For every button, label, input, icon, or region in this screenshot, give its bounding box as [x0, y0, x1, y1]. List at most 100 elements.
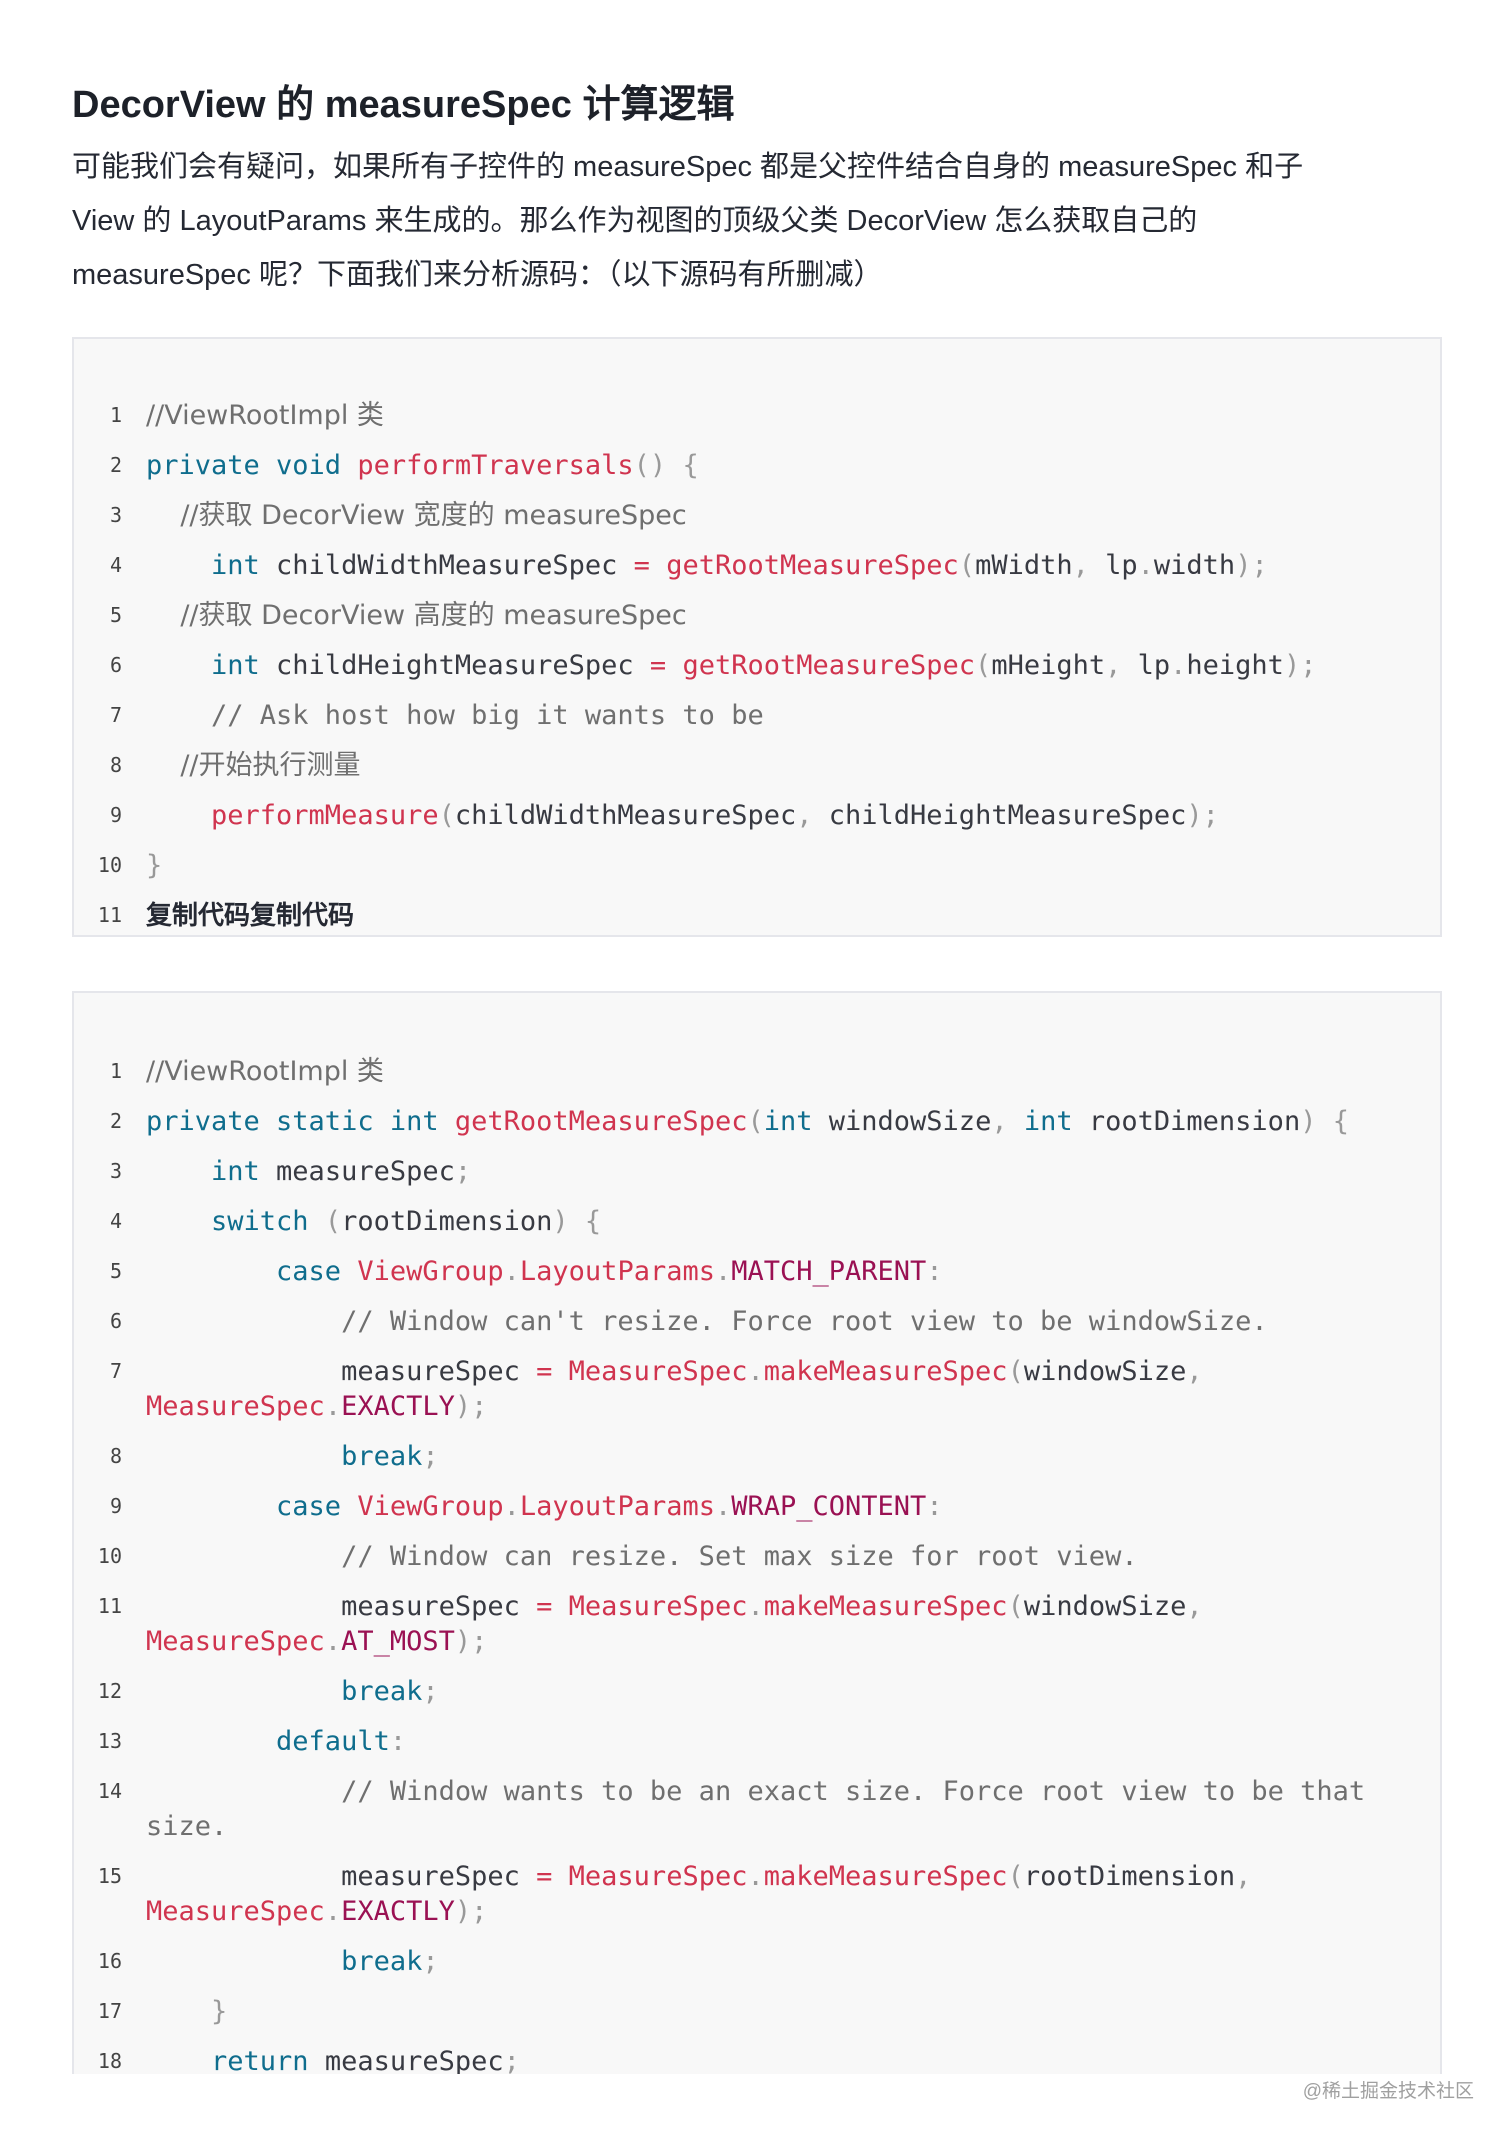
line-number: 11 — [97, 1594, 122, 1618]
code-line: // Window can't resize. Force root view … — [146, 1305, 1268, 1339]
code-line: } — [146, 849, 162, 883]
code-token: int — [146, 650, 277, 681]
code-token: rootDimension — [1023, 1861, 1236, 1892]
code-token: . — [324, 1626, 342, 1657]
code-token: . — [747, 1356, 764, 1387]
line-number: 5 — [109, 603, 122, 627]
code-token: : — [926, 1256, 943, 1287]
code-token: int — [763, 1106, 829, 1137]
code-token: : — [926, 1491, 943, 1522]
code-token: return — [146, 2046, 325, 2074]
code-token: . — [1137, 550, 1154, 581]
code-line: measureSpec = MeasureSpec.makeMeasureSpe… — [146, 1860, 1251, 1894]
code-token: // Window can resize. Set max size for r… — [146, 1541, 1138, 1572]
code-token: childHeightMeasureSpec — [276, 650, 650, 681]
code-token: windowSize — [1023, 1591, 1187, 1622]
code-line-wrap: size. — [146, 1810, 227, 1844]
code-token: // Ask host how big it wants to be — [146, 700, 764, 731]
line-number: 2 — [109, 1109, 122, 1133]
code-token: childWidthMeasureSpec — [276, 550, 634, 581]
line-number: 9 — [109, 803, 122, 827]
code-token: . — [714, 1256, 732, 1287]
code-token: , — [991, 1106, 1024, 1137]
line-number: 10 — [97, 853, 122, 877]
code-token: default — [146, 1726, 390, 1757]
line-number: 6 — [109, 653, 122, 677]
code-token: MeasureSpec — [146, 1391, 325, 1422]
code-token: = — [536, 1356, 569, 1387]
code-token: width — [1153, 550, 1236, 581]
line-number: 10 — [97, 1544, 122, 1568]
code-token: ViewGroup — [357, 1256, 504, 1287]
line-number: 4 — [109, 1209, 122, 1233]
code-token: ( — [747, 1106, 764, 1137]
code-line: case ViewGroup.LayoutParams.WRAP_CONTENT… — [146, 1490, 943, 1524]
code-token: ); — [1235, 550, 1268, 581]
code-token: , — [1186, 1356, 1203, 1387]
code-token: , — [1235, 1861, 1252, 1892]
line-number: 7 — [109, 1359, 122, 1383]
code-token: performMeasure — [146, 800, 439, 831]
code-token: LayoutParams — [519, 1491, 715, 1522]
code-line: //开始执行测量 — [146, 749, 361, 783]
code-token: ); — [454, 1896, 488, 1927]
code-token: = — [649, 650, 683, 681]
line-number: 3 — [109, 503, 122, 527]
code-line: //ViewRootImpl 类 — [146, 1055, 384, 1089]
line-number: 7 — [109, 703, 122, 727]
code-token: makeMeasureSpec — [763, 1591, 1008, 1622]
code-token: : — [389, 1726, 407, 1757]
code-token: measureSpec — [146, 1861, 537, 1892]
code-token: WRAP_CONTENT — [731, 1491, 927, 1522]
code-line: 复制代码复制代码 — [146, 899, 354, 933]
code-token: performTraversals — [357, 450, 634, 481]
line-number: 1 — [109, 403, 122, 427]
line-number: 9 — [109, 1494, 122, 1518]
code-token: childHeightMeasureSpec — [828, 800, 1187, 831]
code-token: ( — [1007, 1591, 1024, 1622]
intro-line: 可能我们会有疑问，如果所有子控件的 measureSpec 都是父控件结合自身的… — [72, 151, 1304, 183]
code-token: ( — [958, 550, 976, 581]
code-token: . — [714, 1491, 732, 1522]
code-line: //ViewRootImpl 类 — [146, 399, 384, 433]
code-token: switch — [146, 1206, 325, 1237]
code-token: makeMeasureSpec — [763, 1861, 1008, 1892]
code-line: int childHeightMeasureSpec = getRootMeas… — [146, 649, 1316, 683]
code-token: } — [146, 1996, 228, 2027]
code-line-wrap: MeasureSpec.AT_MOST); — [146, 1625, 487, 1659]
code-token: } — [146, 850, 163, 881]
line-number: 12 — [97, 1679, 122, 1703]
code-token: MeasureSpec — [568, 1591, 748, 1622]
code-token: . — [747, 1861, 764, 1892]
line-number: 17 — [97, 1999, 122, 2023]
code-token: //ViewRootImpl 类 — [146, 1056, 384, 1087]
code-token: int — [1023, 1106, 1089, 1137]
code-token: ; — [422, 1441, 439, 1472]
line-number: 1 — [109, 1059, 122, 1083]
intro-line: measureSpec 呢？下面我们来分析源码：（以下源码有所删减） — [72, 259, 883, 291]
code-token: private static int — [146, 1106, 455, 1137]
code-token: ; — [454, 1156, 472, 1187]
code-token: ViewGroup — [357, 1491, 504, 1522]
line-number: 8 — [109, 753, 122, 777]
line-number: 16 — [97, 1949, 122, 1973]
line-number: 15 — [97, 1864, 122, 1888]
code-token: () { — [633, 450, 699, 481]
code-token: measureSpec — [324, 2046, 504, 2074]
line-number: 5 — [109, 1259, 122, 1283]
code-token: , — [796, 800, 829, 831]
code-line: switch (rootDimension) { — [146, 1205, 601, 1239]
code-line: int measureSpec; — [146, 1155, 471, 1189]
code-token: EXACTLY — [341, 1391, 455, 1422]
code-line-wrap: MeasureSpec.EXACTLY); — [146, 1390, 487, 1424]
code-token: MeasureSpec — [146, 1896, 325, 1927]
code-token: . — [747, 1591, 764, 1622]
code-token: //开始执行测量 — [146, 750, 361, 781]
code-line: break; — [146, 1945, 439, 1979]
code-line: performMeasure(childWidthMeasureSpec, ch… — [146, 799, 1219, 833]
code-token: rootDimension — [1088, 1106, 1301, 1137]
code-line-wrap: MeasureSpec.EXACTLY); — [146, 1895, 487, 1929]
line-number: 2 — [109, 453, 122, 477]
